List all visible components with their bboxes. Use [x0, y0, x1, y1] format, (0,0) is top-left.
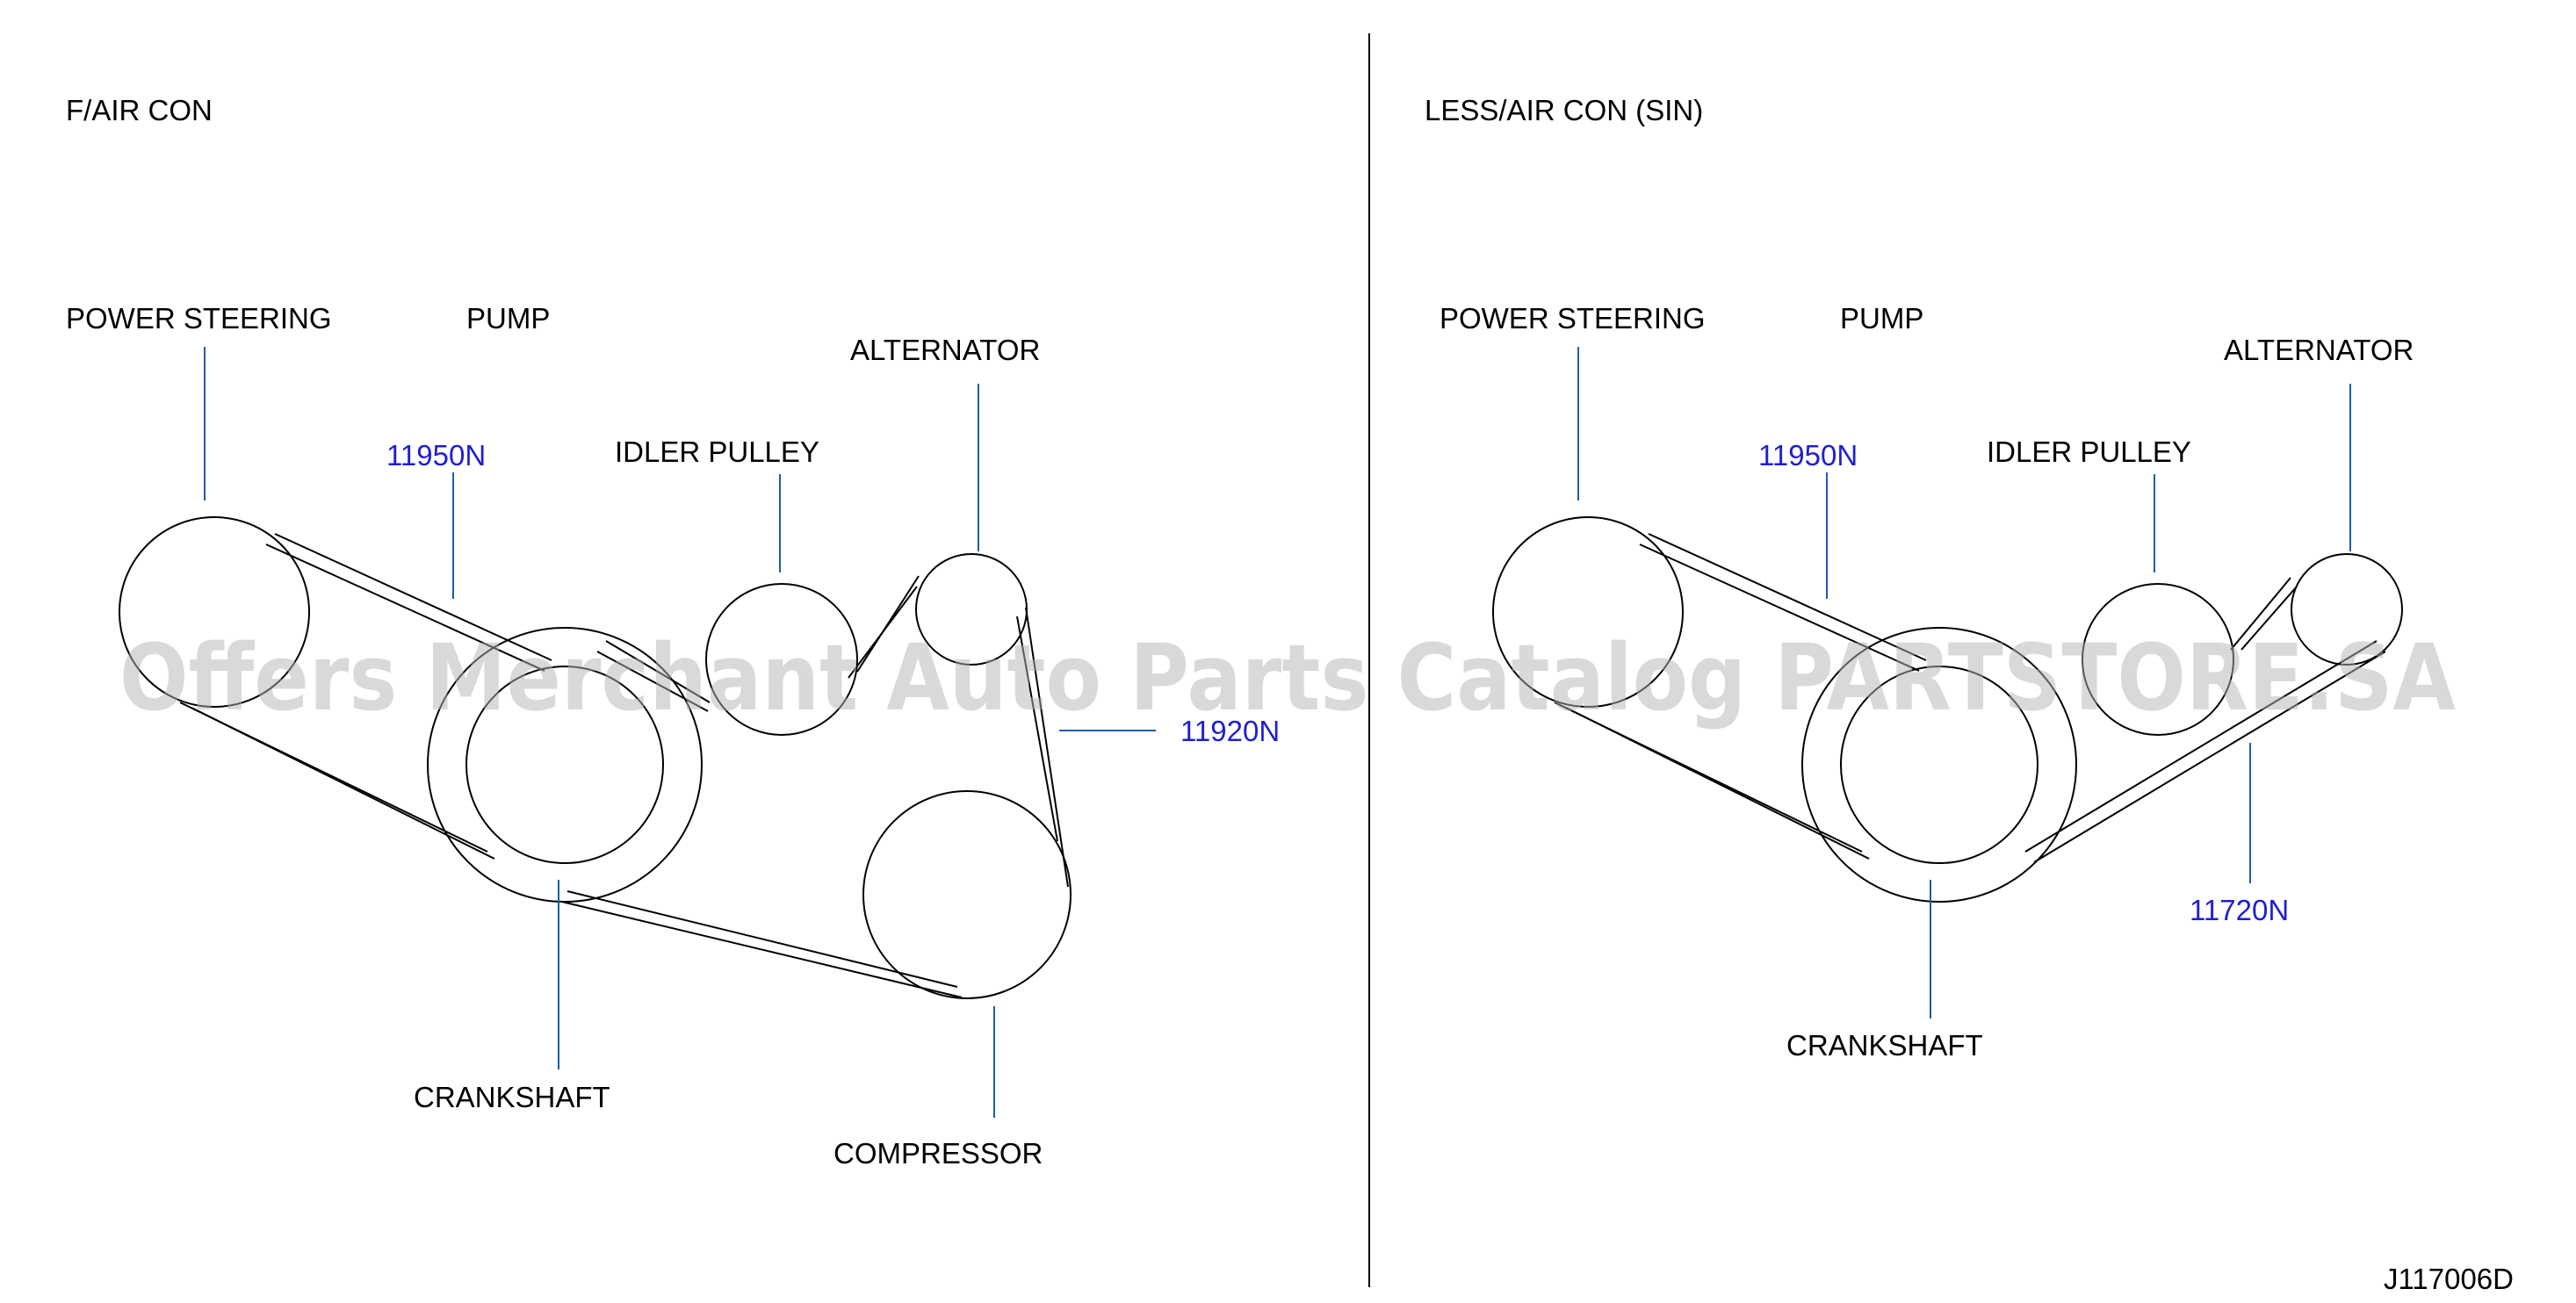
right-crankshaft-pulley-outer: [1801, 627, 2077, 903]
left-belt-ps: [179, 533, 552, 860]
left-label-power-steering: POWER STEERING: [66, 302, 332, 335]
right-label-alternator: ALTERNATOR: [2224, 334, 2414, 366]
right-belt-alt: [2024, 577, 2386, 863]
right-belt-ps: [1554, 533, 1927, 860]
left-power-steering-pulley: [119, 516, 310, 708]
left-crankshaft-pulley-inner: [465, 666, 664, 864]
left-part-number-belt-alt[interactable]: 11920N: [1180, 715, 1280, 747]
left-compressor-pulley: [862, 790, 1072, 999]
left-label-pump: PUMP: [466, 302, 550, 335]
right-panel: LESS/AIR CON (SIN) POWER STEERING: [1425, 94, 2414, 1062]
diagram-code: J117006D: [2384, 1263, 2514, 1295]
right-label-power-steering: POWER STEERING: [1440, 302, 1706, 335]
watermark: Offers Merchant Auto Parts Catalog PARTS…: [119, 624, 2456, 731]
left-label-compressor: COMPRESSOR: [833, 1137, 1043, 1170]
left-panel: F/AIR CON: [66, 94, 1280, 1170]
left-label-crankshaft: CRANKSHAFT: [414, 1081, 610, 1113]
right-part-number-belt-alt[interactable]: 11720N: [2190, 894, 2289, 926]
right-idler-pulley: [2082, 583, 2234, 736]
left-part-number-belt-ps[interactable]: 11950N: [386, 439, 486, 472]
right-panel-title: LESS/AIR CON (SIN): [1425, 94, 1703, 126]
left-label-alternator: ALTERNATOR: [850, 334, 1040, 366]
left-belt-alt: [561, 575, 1069, 998]
right-power-steering-pulley: [1492, 516, 1684, 708]
right-label-pump: PUMP: [1840, 302, 1923, 335]
right-alternator-pulley: [2291, 553, 2403, 666]
right-label-idler-pulley: IDLER PULLEY: [1987, 436, 2191, 468]
right-crankshaft-pulley-inner: [1840, 666, 2038, 864]
right-label-crankshaft: CRANKSHAFT: [1786, 1029, 1983, 1062]
right-part-number-belt-ps[interactable]: 11950N: [1758, 439, 1858, 472]
left-label-idler-pulley: IDLER PULLEY: [615, 436, 819, 468]
left-idler-pulley: [705, 583, 858, 736]
left-panel-title: F/AIR CON: [66, 94, 213, 126]
